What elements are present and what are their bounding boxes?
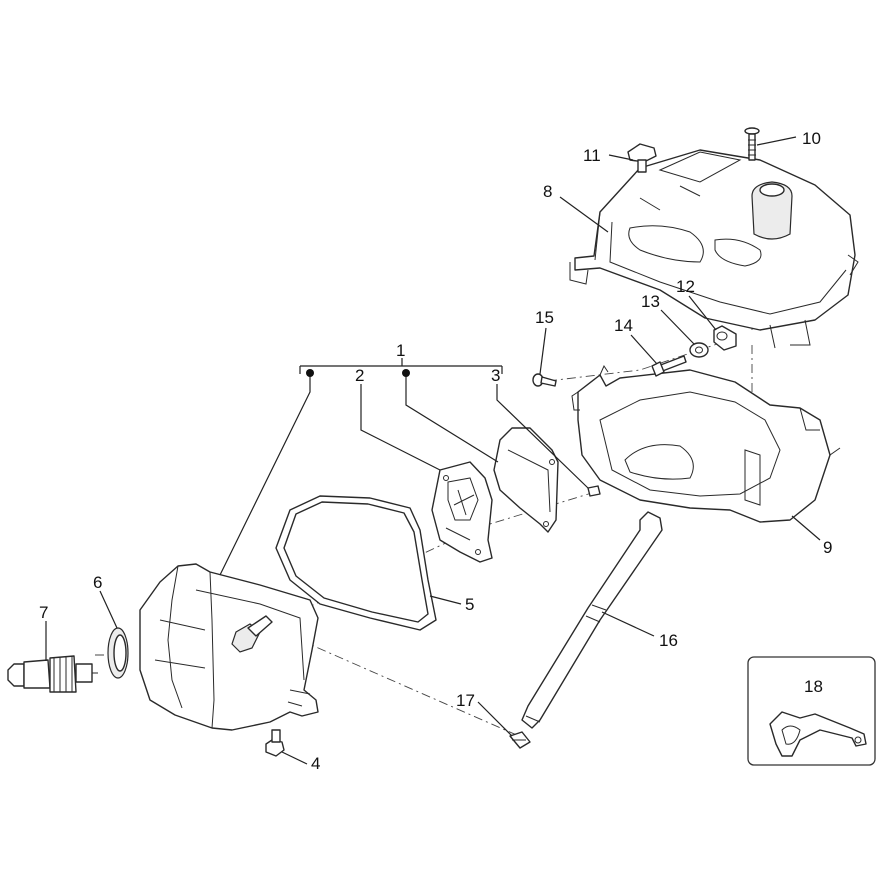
screw-part-15[interactable]: [532, 373, 557, 387]
callout-dot-left: [306, 369, 314, 377]
callout-2[interactable]: 2: [355, 366, 364, 385]
leader-lines: [45, 136, 821, 765]
callout-5[interactable]: 5: [465, 595, 474, 614]
clamp-part-17[interactable]: [509, 731, 531, 749]
callout-4[interactable]: 4: [311, 754, 320, 773]
callout-12[interactable]: 12: [676, 277, 695, 296]
bolt-part-4[interactable]: [265, 729, 285, 757]
callout-15[interactable]: 15: [535, 308, 554, 327]
plate-part-3[interactable]: [493, 427, 559, 533]
callout-13[interactable]: 13: [641, 292, 660, 311]
upper-cover-part-8[interactable]: [569, 149, 859, 349]
bushing-part-12[interactable]: [713, 325, 737, 351]
callout-dot-right: [402, 369, 410, 377]
spark-plug-part-7[interactable]: [7, 655, 98, 693]
seal-part-6[interactable]: [107, 627, 129, 679]
plate-part-2[interactable]: [431, 461, 493, 563]
fastener-part-11[interactable]: [627, 143, 657, 173]
callout-1[interactable]: 1: [396, 341, 405, 360]
screw-part-10[interactable]: [744, 127, 760, 161]
callout-labels: 1 2 3 4 5 6 7 8 9 10 11 12 13 14 15 16 1…: [39, 129, 832, 773]
washer-part-13[interactable]: [689, 342, 709, 358]
callout-17[interactable]: 17: [456, 691, 475, 710]
hose-part-16[interactable]: [521, 511, 663, 729]
callout-14[interactable]: 14: [614, 316, 633, 335]
lower-cover-part-9[interactable]: [571, 364, 841, 523]
head-cover-part-1[interactable]: [139, 563, 319, 731]
screw-part-3-small[interactable]: [587, 485, 601, 497]
bracket-part-18[interactable]: [769, 711, 867, 757]
callout-18[interactable]: 18: [804, 677, 823, 696]
gasket-part-5[interactable]: [275, 495, 437, 631]
bolt-part-14[interactable]: [651, 355, 687, 377]
callout-8[interactable]: 8: [543, 182, 552, 201]
callout-11[interactable]: 11: [583, 146, 601, 165]
callout-16[interactable]: 16: [659, 631, 678, 650]
callout-3[interactable]: 3: [491, 366, 500, 385]
callout-10[interactable]: 10: [802, 129, 821, 148]
callout-9[interactable]: 9: [823, 538, 832, 557]
callout-7[interactable]: 7: [39, 603, 48, 622]
callout-6[interactable]: 6: [93, 573, 102, 592]
inset-box-part-18: [747, 656, 876, 766]
